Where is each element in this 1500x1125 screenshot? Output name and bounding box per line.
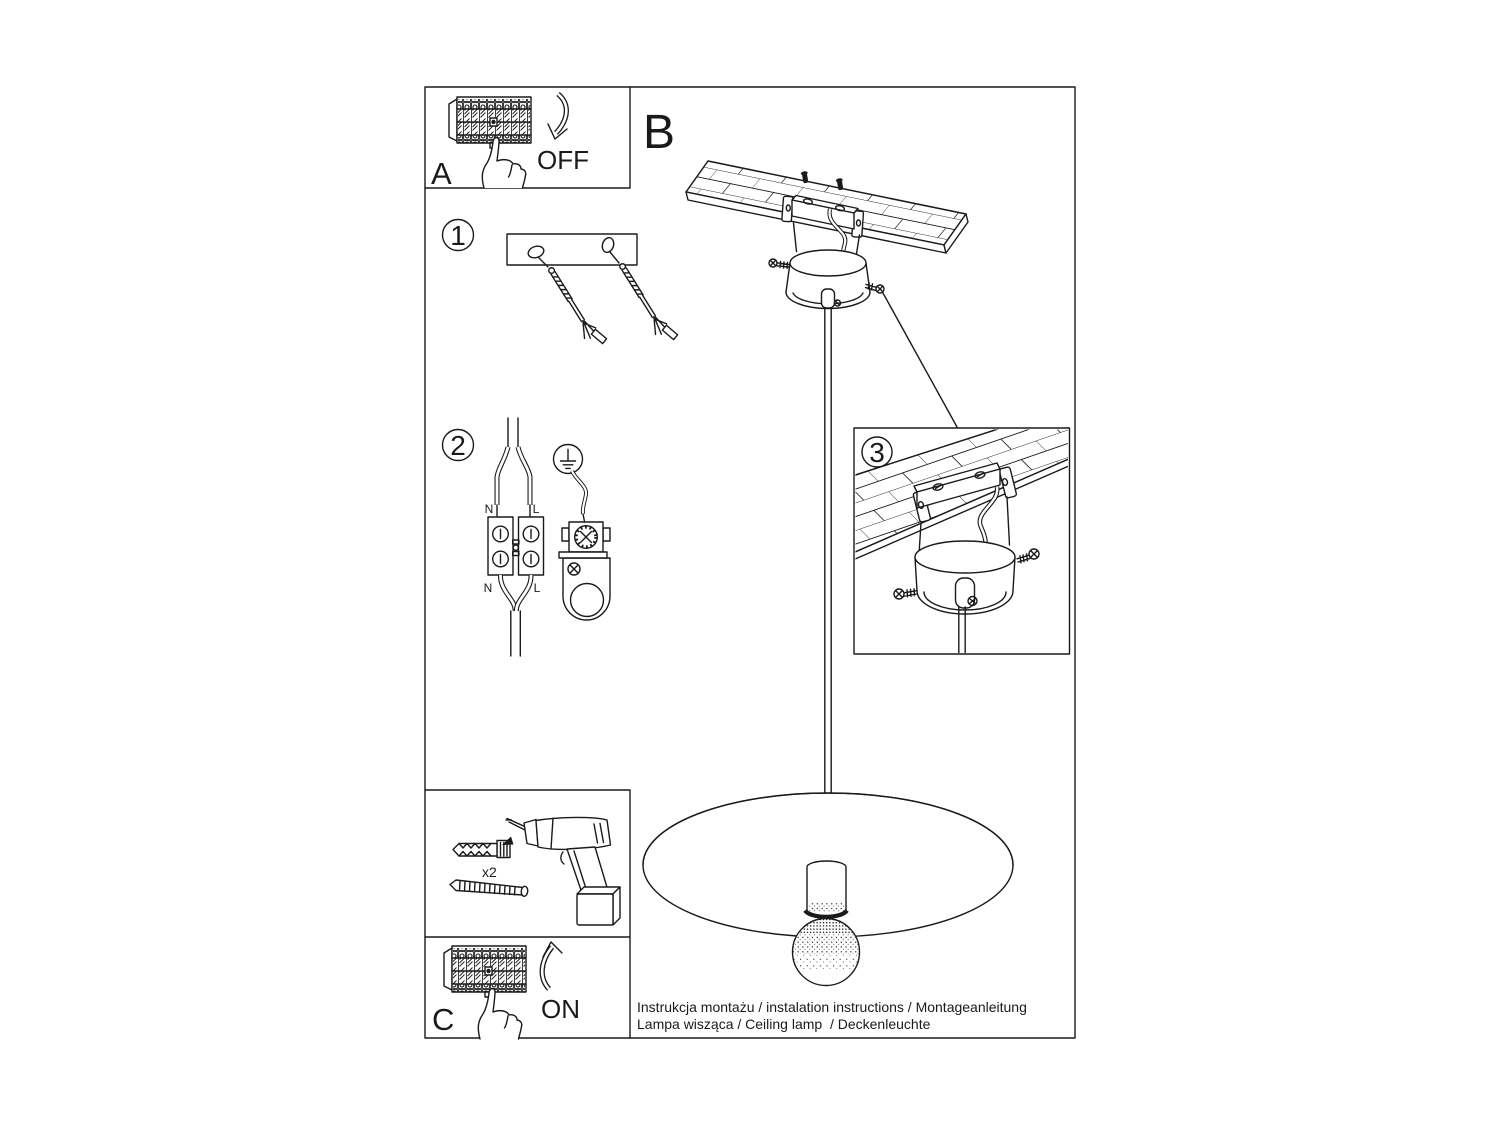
- panel-c-state: ON: [541, 994, 580, 1024]
- terminal-block-icon: [487, 516, 545, 576]
- footer-line-1: Instrukcja montażu / instalation instruc…: [637, 999, 1027, 1015]
- panel-c-label: C: [432, 1002, 454, 1037]
- anchor-screw-icon: [542, 261, 609, 351]
- canopy-screw-icon: [864, 282, 885, 294]
- pendant-rod: [958, 606, 966, 653]
- footer: Instrukcja montażu / instalation instruc…: [637, 999, 1027, 1032]
- canopy-icon: [785, 249, 871, 310]
- wire-label-n-top: N: [485, 502, 494, 516]
- detail-pointer-line: [882, 292, 958, 428]
- step-3-detail-box: 3: [853, 427, 1071, 655]
- panel-a-illustration: A OFF: [431, 91, 589, 191]
- pendant-rod: [824, 305, 832, 796]
- cable-split-icon: [494, 417, 533, 517]
- canopy-screw-icon: [768, 258, 790, 269]
- arrow-up-icon: [539, 941, 563, 991]
- hardware-panel-illustration: x2: [449, 816, 621, 926]
- step-1-illustration: 1: [441, 218, 680, 351]
- circuit-breaker-icon: [443, 945, 527, 998]
- panel-c-illustration: C ON: [432, 941, 580, 1040]
- cable-merge-icon: [497, 574, 534, 657]
- mounting-bracket-icon: [506, 233, 638, 266]
- wire-label-l-bottom: L: [534, 581, 541, 595]
- section-b-illustration: B: [643, 106, 969, 796]
- step-3-number: 3: [869, 437, 885, 468]
- anchor-screw-icon: [613, 257, 680, 347]
- lamp-socket: [803, 860, 849, 919]
- wire-label-l-top: L: [533, 502, 540, 516]
- footer-line-2: Lampa wisząca / Ceiling lamp / Deckenleu…: [637, 1016, 931, 1032]
- hand-press-icon: [481, 136, 527, 189]
- screw-icon: [449, 879, 529, 897]
- panel-a-state: OFF: [537, 145, 589, 175]
- ceiling-bracket-icon: [912, 462, 1018, 523]
- wall-plug-icon: [452, 836, 514, 859]
- canopy-screw-icon: [1016, 548, 1040, 564]
- lamp-illustration: [642, 792, 1014, 987]
- drill-icon: [505, 816, 621, 926]
- ceiling-bracket-icon: [781, 194, 865, 238]
- arrow-down-icon: [547, 91, 569, 140]
- earth-symbol-icon: [552, 443, 584, 475]
- step-2-number: 2: [450, 430, 466, 461]
- step-2-illustration: 2 N L N L: [441, 417, 611, 657]
- earth-wire: [570, 470, 589, 523]
- anchor-quantity: x2: [482, 864, 497, 880]
- section-b-label: B: [643, 106, 675, 159]
- canopy-icon: [914, 540, 1016, 615]
- panel-a-label: A: [431, 156, 452, 191]
- circuit-breaker-icon: [448, 96, 532, 149]
- step-1-number: 1: [450, 220, 466, 251]
- ground-clamp-icon: [558, 521, 611, 621]
- hanger-bolt-icon: [835, 178, 844, 191]
- wire-label-n-bottom: N: [484, 581, 493, 595]
- page-frame: [424, 86, 1076, 1039]
- canopy-screw-icon: [893, 588, 917, 600]
- hanger-bolt-icon: [800, 171, 809, 184]
